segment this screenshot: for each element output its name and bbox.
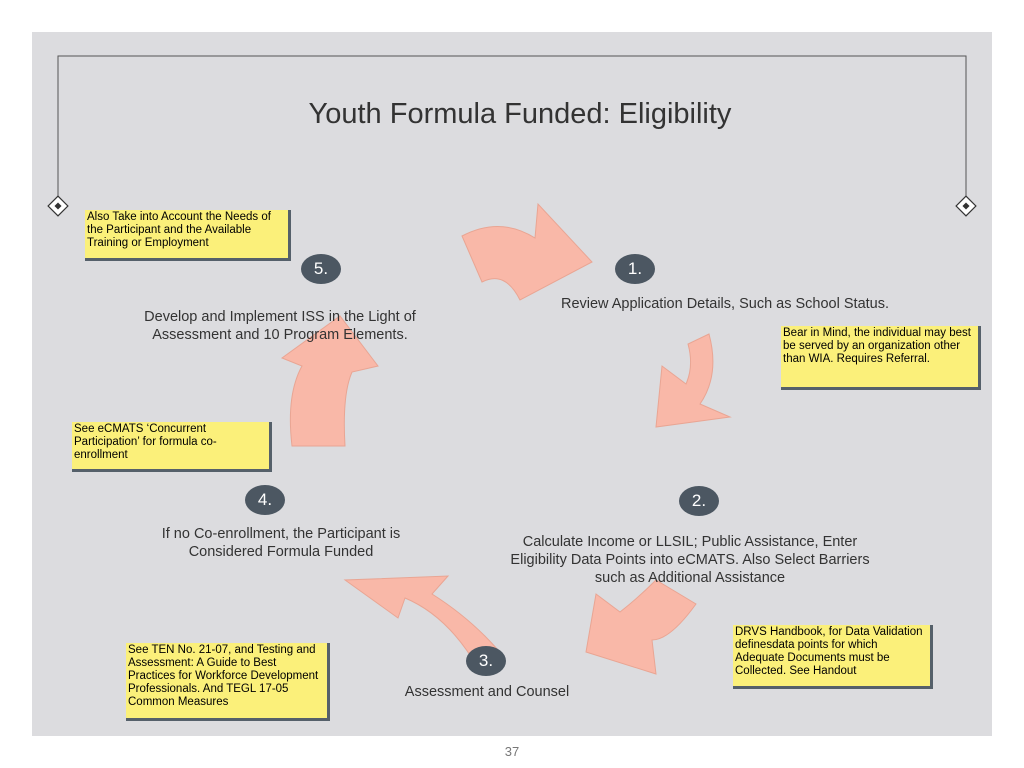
note-referral: Bear in Mind, the individual may best be… (781, 326, 981, 390)
step-5-circle: 5. (301, 254, 341, 284)
step-4-text: If no Co-enrollment, the Participant is … (161, 526, 401, 560)
right-diamond-icon (955, 195, 977, 217)
step-5-text: Develop and Implement ISS in the Light o… (144, 309, 416, 343)
note-concurrent: See eCMATS ‘Concurrent Participation’ fo… (72, 422, 272, 472)
note-drvs: DRVS Handbook, for Data Validation defin… (733, 625, 933, 689)
step-1-circle: 1. (615, 254, 655, 284)
slide-title: Youth Formula Funded: Eligibility (308, 98, 732, 130)
arrow-3-to-4 (343, 575, 499, 669)
step-3-circle: 3. (466, 646, 506, 676)
arrow-2-to-3 (585, 579, 697, 675)
step-2-text: Calculate Income or LLSIL; Public Assist… (510, 534, 870, 586)
note-ten: See TEN No. 21-07, and Testing and Asses… (126, 643, 330, 721)
arrow-4-to-5 (280, 315, 379, 447)
step-3-text: Assessment and Counsel (404, 684, 570, 700)
arrow-1-to-2 (655, 333, 732, 428)
step-1-text: Review Application Details, Such as Scho… (560, 296, 890, 312)
step-4-circle: 4. (245, 485, 285, 515)
page-number: 37 (504, 744, 520, 759)
left-diamond-icon (47, 195, 69, 217)
step-2-circle: 2. (679, 486, 719, 516)
note-needs: Also Take into Account the Needs of the … (85, 210, 291, 261)
arrow-5-to-1 (461, 202, 593, 301)
